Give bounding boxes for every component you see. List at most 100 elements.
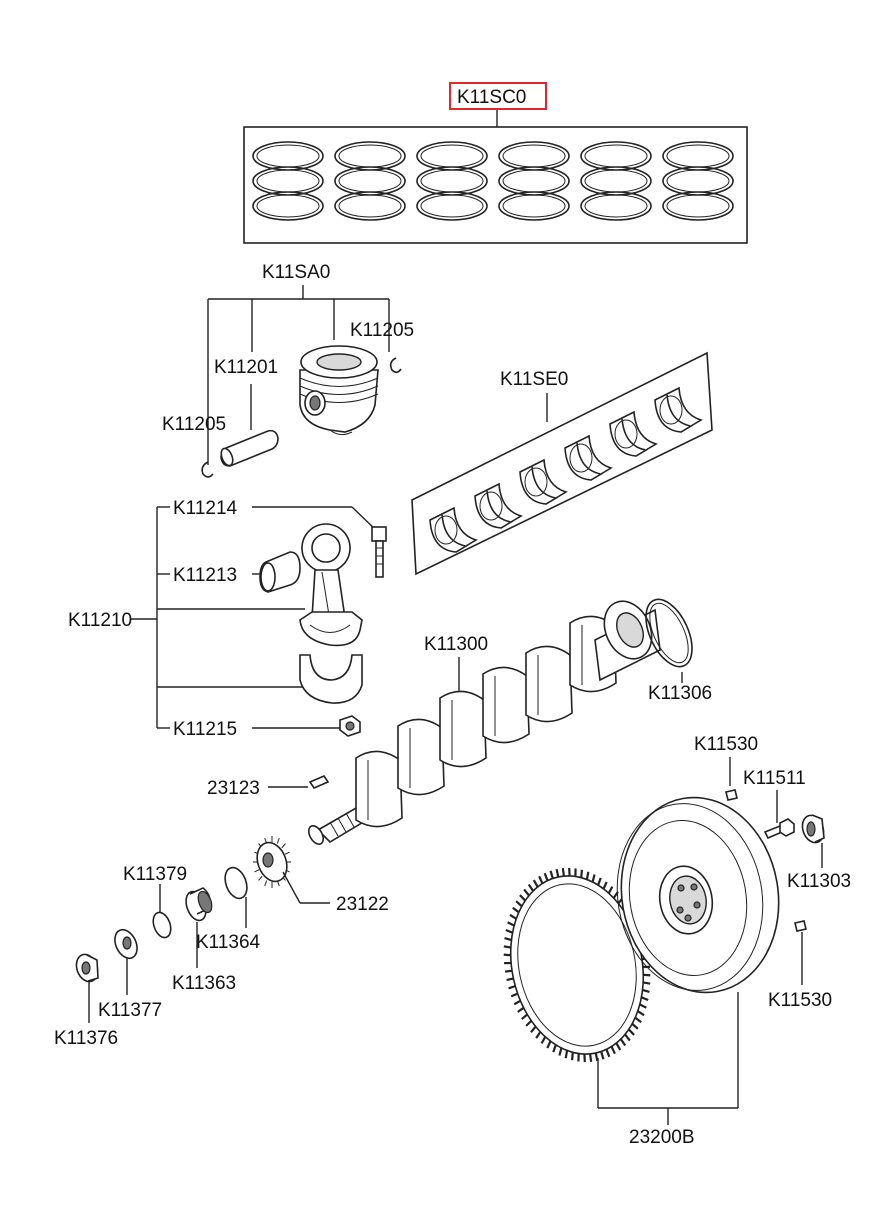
ring-gear-tooth xyxy=(538,875,544,884)
label-k11306[interactable]: K11306 xyxy=(648,683,712,704)
nut-k11376[interactable] xyxy=(73,951,101,984)
k11sc0-highlight-box[interactable] xyxy=(449,82,547,110)
label-k11215[interactable]: K11215 xyxy=(173,719,237,740)
ring-gear-tooth xyxy=(585,871,590,880)
label-k11511[interactable]: K11511 xyxy=(743,768,806,789)
ring-gear[interactable] xyxy=(495,863,660,1066)
ring-gear-tooth xyxy=(505,929,513,934)
ring-gear-tooth xyxy=(521,1013,528,1020)
ring-gear-tooth xyxy=(615,1042,622,1051)
bearing-bore xyxy=(479,491,503,521)
connecting-rod-nut[interactable] xyxy=(339,715,361,737)
label-k11300[interactable]: K11300 xyxy=(424,634,488,655)
flywheel[interactable] xyxy=(603,785,794,1005)
ring-gear-tooth xyxy=(525,1019,533,1027)
label-k11sc0[interactable]: K11SC0 xyxy=(457,87,526,108)
rod-bearing-cap[interactable] xyxy=(299,654,363,704)
label-k11205-top[interactable]: K11205 xyxy=(350,320,414,341)
connecting-rod[interactable] xyxy=(299,523,363,647)
piston-ring xyxy=(252,191,324,221)
ring-gear-tooth xyxy=(552,1044,557,1053)
small-end-bushing[interactable] xyxy=(259,551,301,593)
crank-web xyxy=(439,690,487,768)
washer-k11377[interactable] xyxy=(111,926,142,962)
ring-gear-tooth xyxy=(605,1048,611,1058)
label-23123[interactable]: 23123 xyxy=(207,778,260,799)
gear-tooth xyxy=(254,869,260,873)
label-k11376[interactable]: K11376 xyxy=(54,1028,118,1049)
ring-gear-tooth xyxy=(540,1036,547,1044)
ring-gear-tooth xyxy=(642,988,650,994)
ring-gear-tooth xyxy=(510,992,519,998)
piston-ring xyxy=(252,141,324,171)
piston-ring xyxy=(334,191,406,221)
piston-ring xyxy=(498,191,570,221)
crankshaft-seal-ring[interactable] xyxy=(637,592,702,673)
label-k11se0[interactable]: K11SE0 xyxy=(500,369,568,390)
main-bearing-set[interactable] xyxy=(411,351,713,576)
snap-ring-left[interactable] xyxy=(201,461,214,478)
connecting-rod-bolt[interactable] xyxy=(371,526,387,578)
ring-gear-tooth xyxy=(532,879,539,888)
label-23122[interactable]: 23122 xyxy=(336,894,389,915)
o-ring-k11364[interactable] xyxy=(221,865,251,902)
pilot-bearing[interactable] xyxy=(799,812,827,845)
ring-gear-tooth xyxy=(589,1053,593,1062)
dowel-pin-top[interactable] xyxy=(725,789,738,801)
label-k11210[interactable]: K11210 xyxy=(68,610,132,631)
piston-pin[interactable] xyxy=(219,429,279,468)
label-k11214[interactable]: K11214 xyxy=(173,498,238,519)
crankshaft-gear[interactable] xyxy=(252,836,292,888)
snap-ring-right[interactable] xyxy=(389,357,402,374)
ring-gear-tooth xyxy=(624,1033,631,1042)
ring-gear-tooth xyxy=(504,936,512,942)
leader-23122-a xyxy=(282,871,301,904)
gear-tooth xyxy=(258,875,263,881)
dowel-pin-bottom[interactable] xyxy=(794,920,807,932)
ring-gear-tooth xyxy=(561,868,565,877)
ring-gear-tooth xyxy=(591,874,596,883)
label-k11213[interactable]: K11213 xyxy=(173,565,237,586)
label-k11530-top[interactable]: K11530 xyxy=(694,734,758,755)
piston[interactable] xyxy=(299,345,379,436)
piston-ring xyxy=(416,166,488,196)
crank-web xyxy=(397,718,445,796)
piston-ring xyxy=(662,191,734,221)
label-23200b[interactable]: 23200B xyxy=(629,1127,695,1148)
label-k11377[interactable]: K11377 xyxy=(98,1000,162,1021)
label-k11sa0[interactable]: K11SA0 xyxy=(262,262,330,283)
flywheel-assembly-leaders xyxy=(597,992,739,1125)
piston-ring-inner xyxy=(666,169,730,193)
flywheel-bolt[interactable] xyxy=(763,818,795,840)
ring-gear-tooth xyxy=(637,1010,645,1017)
bearing-bore xyxy=(524,467,548,497)
ring-gear-tooth xyxy=(503,953,511,957)
piston-assembly-leaders xyxy=(207,285,390,465)
crankshaft[interactable] xyxy=(306,594,661,847)
piston-ring xyxy=(498,166,570,196)
piston-ring-inner xyxy=(584,194,648,218)
ring-gear-tooth xyxy=(564,1050,569,1059)
ring-gear-tooth xyxy=(517,1006,525,1013)
piston-ring-set[interactable] xyxy=(243,109,748,244)
label-k11379[interactable]: K11379 xyxy=(123,864,187,885)
piston-ring-inner xyxy=(256,169,320,193)
piston-ring xyxy=(416,141,488,171)
ring-gear-tooth xyxy=(639,1003,647,1009)
piston-ring-inner xyxy=(420,194,484,218)
label-k11201[interactable]: K11201 xyxy=(214,357,278,378)
woodruff-key[interactable] xyxy=(308,775,330,789)
label-k11303[interactable]: K11303 xyxy=(787,871,851,892)
piston-ring-inner xyxy=(502,144,566,168)
ring-gear-tooth xyxy=(530,1025,537,1033)
label-k11205-left[interactable]: K11205 xyxy=(162,414,226,435)
gear-tooth xyxy=(276,837,280,844)
label-k11363[interactable]: K11363 xyxy=(172,973,236,994)
piston-ring xyxy=(580,141,652,171)
piston-ring xyxy=(252,166,324,196)
o-ring-k11379[interactable] xyxy=(150,910,174,940)
label-k11530-bottom[interactable]: K11530 xyxy=(768,990,832,1011)
piston-ring-inner xyxy=(666,194,730,218)
label-k11364[interactable]: K11364 xyxy=(196,932,261,953)
spacer-k11363[interactable] xyxy=(182,887,214,923)
